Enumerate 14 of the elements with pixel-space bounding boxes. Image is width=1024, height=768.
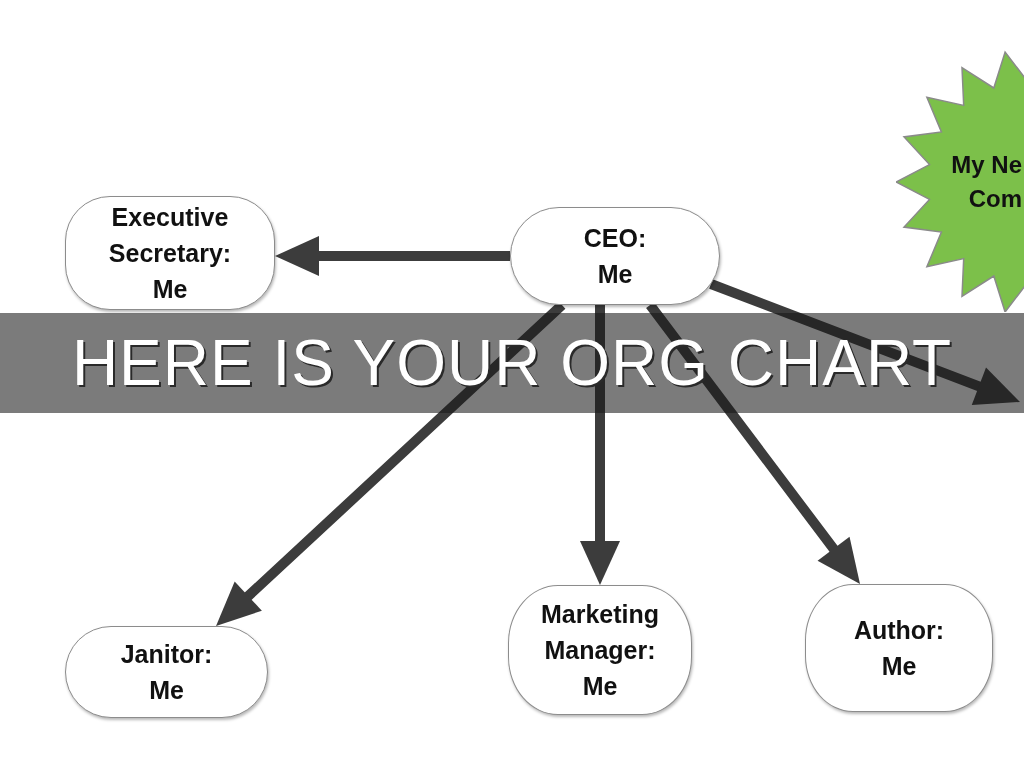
role-label: CEO: Me <box>583 223 647 290</box>
starburst-badge <box>896 48 1024 312</box>
role-box <box>65 626 268 718</box>
role-label: Marketing Manager: Me <box>540 599 660 702</box>
role-label: Janitor: Me <box>120 639 213 706</box>
badge-label: My Ne Com <box>950 150 1022 214</box>
role-box <box>65 196 275 310</box>
role-box <box>508 585 692 715</box>
role-label: Executive Secretary: Me <box>108 202 232 305</box>
arrow <box>275 235 510 276</box>
role-label: Author: Me <box>853 615 945 682</box>
role-box <box>510 207 720 305</box>
arrow <box>580 305 620 585</box>
role-box <box>805 584 993 712</box>
